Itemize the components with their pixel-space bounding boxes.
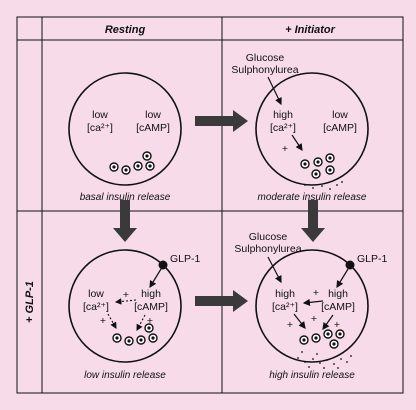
ca-level: low bbox=[88, 288, 104, 300]
caption: basal insulin release bbox=[80, 192, 171, 203]
cell-resting-basal: low [ca²⁺] low [cAMP] basal insulin rele… bbox=[68, 72, 182, 203]
camp-level: high bbox=[328, 288, 348, 300]
glp1-receptor bbox=[158, 260, 168, 270]
released-insulin-dots bbox=[304, 181, 343, 190]
camp-label: [cAMP] bbox=[134, 301, 168, 313]
caption: low insulin release bbox=[84, 370, 166, 381]
grid-lines bbox=[16, 16, 404, 394]
stimulus-arrow bbox=[267, 76, 282, 106]
plus-sign-d: + bbox=[311, 313, 317, 325]
camp-level: low bbox=[145, 109, 161, 121]
ca-level: high bbox=[275, 288, 295, 300]
header-initiator: + Initiator bbox=[285, 24, 336, 36]
plus-sign-a: + bbox=[123, 289, 129, 301]
arrow-down-left bbox=[113, 200, 137, 242]
camp-level: low bbox=[332, 109, 348, 121]
insulin-granules bbox=[300, 153, 335, 179]
cell-glp1-initiator-high: Glucose Sulphonylurea GLP-1 high [ca²⁺] … bbox=[234, 231, 387, 381]
insulin-granules bbox=[109, 151, 155, 175]
cell-glp1-low: GLP-1 low [ca²⁺] high [cAMP] + + + low i… bbox=[68, 249, 201, 381]
transition-arrows bbox=[113, 110, 325, 312]
glp1-arrow bbox=[336, 268, 349, 289]
insulin-granules bbox=[299, 329, 345, 349]
ca-label: [ca²⁺] bbox=[83, 301, 109, 313]
plus-sign-a: + bbox=[313, 287, 319, 299]
glp1-arrow bbox=[149, 268, 162, 289]
ca-label: [ca²⁺] bbox=[270, 122, 296, 134]
plus-sign-b: + bbox=[100, 315, 106, 327]
beta-cell bbox=[255, 249, 369, 363]
camp-to-granule-arrow bbox=[322, 314, 334, 330]
header-glp1: + GLP-1 bbox=[24, 281, 36, 323]
beta-cell bbox=[255, 72, 369, 186]
header-resting: Resting bbox=[105, 24, 146, 36]
camp-to-ca-arrow bbox=[302, 298, 324, 306]
insulin-granules bbox=[112, 323, 158, 346]
ca-label: [ca²⁺] bbox=[87, 122, 113, 134]
plus-sign-b: + bbox=[287, 319, 293, 331]
stimulus-glucose: Glucose bbox=[246, 52, 285, 64]
released-insulin-dots bbox=[297, 351, 352, 369]
glp1-receptor bbox=[345, 260, 355, 270]
camp-to-ca-dashed-arrow bbox=[114, 298, 137, 305]
camp-level: high bbox=[141, 288, 161, 300]
glp1-label: GLP-1 bbox=[357, 253, 388, 265]
arrow-down-right bbox=[301, 200, 325, 242]
stimulus-arrow bbox=[267, 256, 282, 284]
arrow-right-bottom bbox=[195, 290, 248, 312]
beta-cell bbox=[68, 249, 182, 363]
ca-level: high bbox=[273, 109, 293, 121]
plus-sign-c: + bbox=[147, 315, 153, 327]
ca-effect-arrow bbox=[291, 134, 303, 151]
glp1-label: GLP-1 bbox=[170, 253, 201, 265]
camp-to-granule-dashed-arrow bbox=[136, 314, 146, 331]
cell-initiator-moderate: Glucose Sulphonylurea high [ca²⁺] low [c… bbox=[231, 52, 369, 203]
camp-label: [cAMP] bbox=[136, 122, 170, 134]
caption: moderate insulin release bbox=[258, 192, 367, 203]
stimulus-glucose: Glucose bbox=[249, 231, 288, 243]
plus-sign-c: + bbox=[334, 319, 340, 331]
caption: high insulin release bbox=[269, 370, 355, 381]
ca-level: low bbox=[92, 109, 108, 121]
stimulus-sulphonylurea: Sulphonylurea bbox=[231, 64, 298, 76]
camp-label: [cAMP] bbox=[321, 301, 355, 313]
plus-sign: + bbox=[282, 143, 288, 155]
camp-label: [cAMP] bbox=[323, 122, 357, 134]
beta-cell bbox=[68, 72, 182, 186]
ca-label: [ca²⁺] bbox=[272, 301, 298, 313]
arrow-right-top bbox=[195, 110, 248, 132]
stimulus-sulphonylurea: Sulphonylurea bbox=[234, 243, 301, 255]
ca-to-granule-arrow bbox=[293, 313, 306, 329]
ca-to-granule-dashed-arrow bbox=[107, 313, 117, 329]
